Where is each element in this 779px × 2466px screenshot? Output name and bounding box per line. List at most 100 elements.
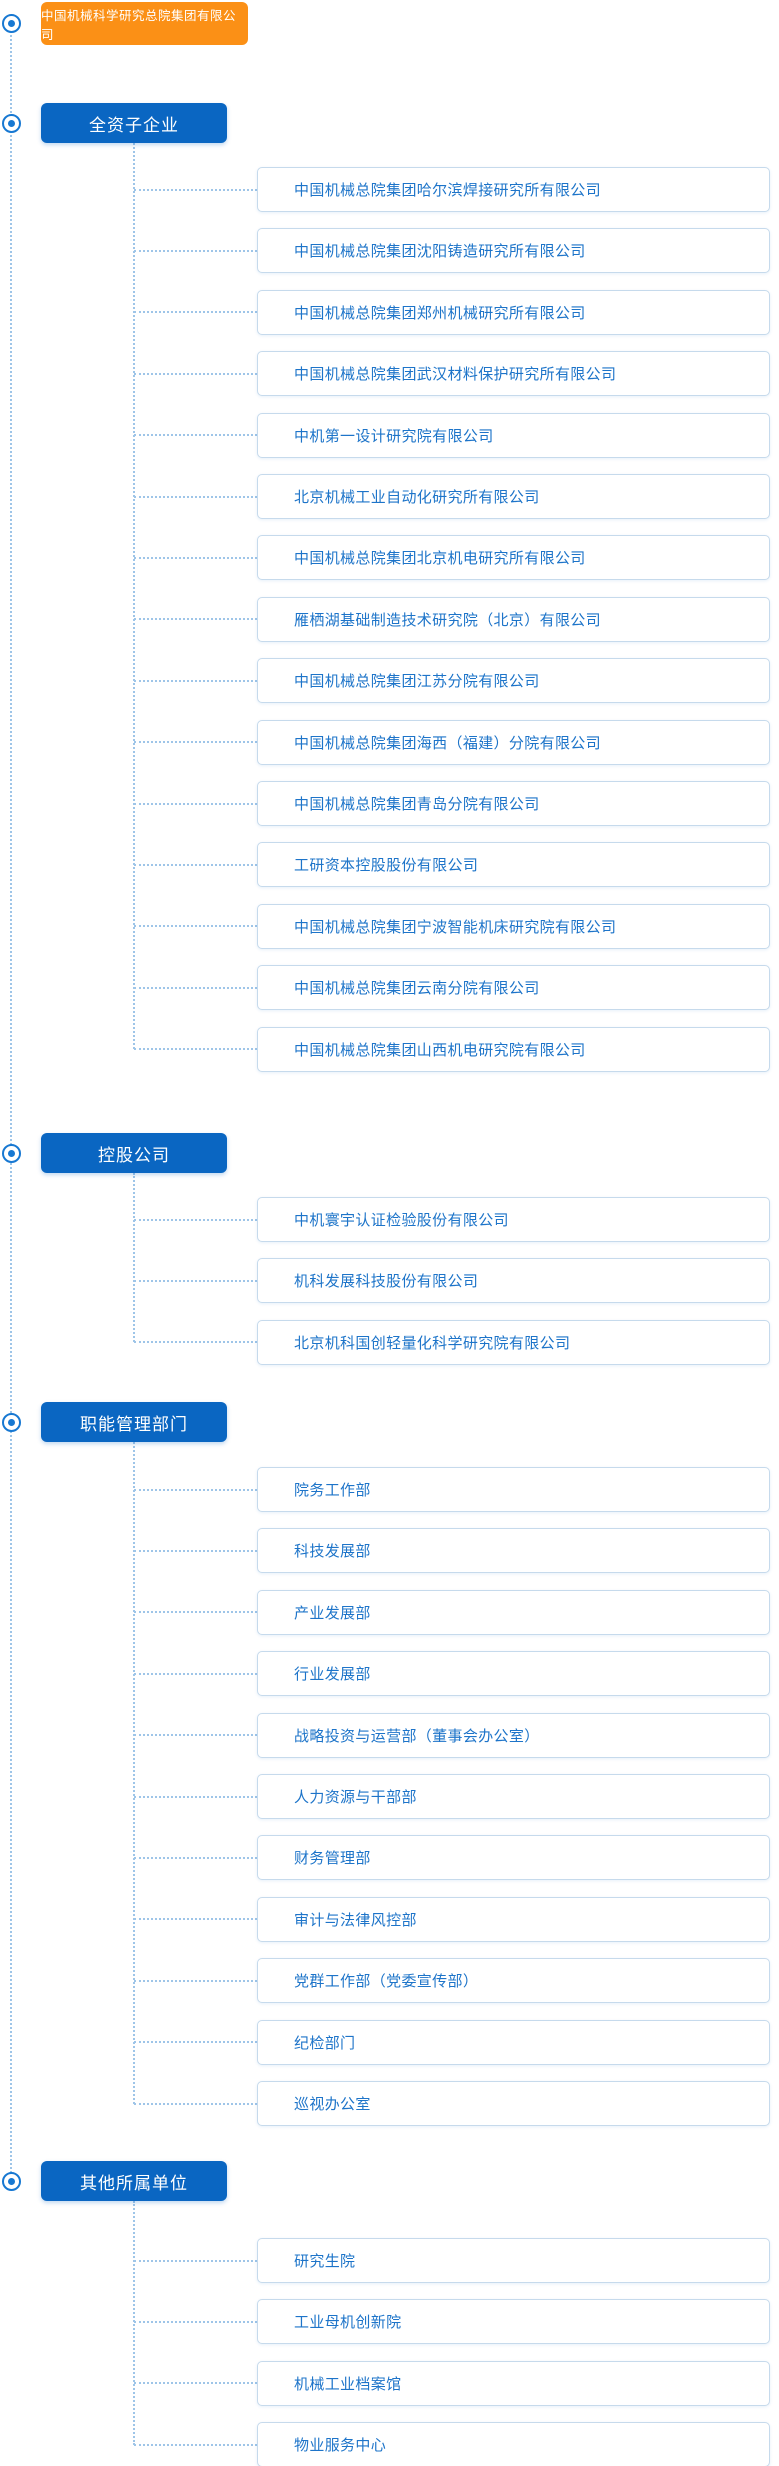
item-connector-line: [134, 1856, 257, 1859]
item-node: 北京机械工业自动化研究所有限公司: [257, 474, 770, 519]
item-node-label: 雁栖湖基础制造技术研究院（北京）有限公司: [294, 611, 602, 629]
category-branch-line: [133, 1442, 135, 2104]
item-node: 行业发展部: [257, 1651, 770, 1697]
bullet-dot: [7, 1149, 15, 1157]
item-node-label: 工研资本控股股份有限公司: [294, 857, 479, 875]
category-bullet-icon: [1, 2171, 21, 2191]
item-node: 党群工作部（党委宣传部）: [257, 1958, 770, 2004]
item-connector-line: [134, 802, 257, 805]
item-connector-line: [134, 1488, 257, 1491]
item-node: 财务管理部: [257, 1835, 770, 1881]
item-node: 中国机械总院集团武汉材料保护研究所有限公司: [257, 351, 770, 397]
item-node-label: 巡视办公室: [294, 2096, 371, 2113]
item-node: 机科发展科技股份有限公司: [257, 1258, 770, 1304]
root-node: 中国机械科学研究总院集团有限公司: [41, 2, 248, 45]
item-node: 人力资源与干部部: [257, 1774, 770, 1819]
item-connector-line: [134, 311, 257, 314]
item-node: 院务工作部: [257, 1467, 770, 1512]
item-node-label: 人力资源与干部部: [294, 1789, 417, 1806]
item-connector-line: [134, 249, 257, 252]
bullet-dot: [7, 1418, 15, 1426]
item-node-label: 党群工作部（党委宣传部）: [294, 1973, 479, 1991]
category-node: 全资子企业: [41, 103, 227, 143]
item-node-label: 中国机械总院集团青岛分院有限公司: [294, 796, 540, 813]
item-node: 中国机械总院集团沈阳铸造研究所有限公司: [257, 228, 770, 274]
category-node-label: 其他所属单位: [80, 2173, 188, 2193]
item-connector-line: [134, 2443, 257, 2446]
item-node: 中国机械总院集团宁波智能机床研究院有限公司: [257, 903, 770, 949]
item-node-label: 纪检部门: [294, 2034, 356, 2052]
item-node-label: 机科发展科技股份有限公司: [294, 1273, 479, 1291]
item-node: 雁栖湖基础制造技术研究院（北京）有限公司: [257, 596, 770, 642]
item-connector-line: [134, 1611, 257, 1614]
item-connector-line: [134, 1918, 257, 1921]
item-node-label: 中国机械总院集团云南分院有限公司: [294, 980, 540, 998]
item-node: 研究生院: [257, 2238, 770, 2283]
item-node: 中国机械总院集团云南分院有限公司: [257, 965, 770, 1011]
bullet-dot: [7, 119, 15, 127]
item-node: 机械工业档案馆: [257, 2360, 770, 2406]
item-node-label: 北京机械工业自动化研究所有限公司: [294, 489, 540, 506]
item-node-label: 中国机械总院集团哈尔滨焊接研究所有限公司: [294, 182, 602, 199]
item-connector-line: [134, 679, 257, 682]
item-node-label: 物业服务中心: [294, 2437, 387, 2455]
root-node-label: 中国机械科学研究总院集团有限公司: [41, 8, 237, 42]
item-connector-line: [134, 556, 257, 559]
item-node-label: 中机第一设计研究院有限公司: [294, 427, 494, 445]
item-node: 北京机科国创轻量化科学研究院有限公司: [257, 1319, 770, 1365]
item-node-label: 中国机械总院集团宁波智能机床研究院有限公司: [294, 918, 617, 936]
item-node-label: 中国机械总院集团山西机电研究院有限公司: [294, 1041, 586, 1059]
item-connector-line: [134, 188, 257, 191]
item-node: 中国机械总院集团山西机电研究院有限公司: [257, 1026, 770, 1072]
item-node-label: 研究生院: [294, 2253, 356, 2270]
item-node: 纪检部门: [257, 2019, 770, 2065]
item-node: 中机第一设计研究院有限公司: [257, 412, 770, 458]
item-connector-line: [134, 1734, 257, 1737]
item-node: 产业发展部: [257, 1589, 770, 1635]
item-connector-line: [134, 1979, 257, 1982]
item-node-label: 产业发展部: [294, 1604, 371, 1622]
item-node: 中国机械总院集团江苏分院有限公司: [257, 658, 770, 704]
category-node-label: 全资子企业: [89, 115, 179, 135]
item-node: 工研资本控股股份有限公司: [257, 842, 770, 888]
item-node: 审计与法律风控部: [257, 1896, 770, 1942]
item-connector-line: [134, 1218, 257, 1221]
item-connector-line: [134, 2102, 257, 2105]
bullet-dot: [7, 2177, 15, 2185]
item-node-label: 中国机械总院集团武汉材料保护研究所有限公司: [294, 366, 617, 384]
item-connector-line: [134, 741, 257, 744]
item-connector-line: [134, 2041, 257, 2044]
category-node-label: 职能管理部门: [80, 1414, 188, 1434]
item-node-label: 院务工作部: [294, 1482, 371, 1499]
category-branch-line: [133, 1173, 135, 1343]
item-node: 中国机械总院集团郑州机械研究所有限公司: [257, 289, 770, 335]
category-node: 其他所属单位: [41, 2161, 227, 2201]
item-node: 科技发展部: [257, 1528, 770, 1574]
item-node-label: 战略投资与运营部（董事会办公室）: [294, 1727, 540, 1745]
item-node: 中机寰宇认证检验股份有限公司: [257, 1197, 770, 1242]
item-node-label: 中机寰宇认证检验股份有限公司: [294, 1212, 509, 1229]
category-bullet-icon: [1, 1412, 21, 1432]
category-bullet-icon: [1, 113, 21, 133]
item-node-label: 中国机械总院集团海西（福建）分院有限公司: [294, 734, 602, 752]
item-node-label: 审计与法律风控部: [294, 1911, 417, 1929]
item-connector-line: [134, 495, 257, 498]
item-node-label: 财务管理部: [294, 1850, 371, 1868]
item-node: 工业母机创新院: [257, 2299, 770, 2345]
item-node-label: 科技发展部: [294, 1543, 371, 1561]
item-connector-line: [134, 1672, 257, 1675]
item-connector-line: [134, 2259, 257, 2262]
category-bullet-icon: [1, 1143, 21, 1163]
root-bullet-icon: [1, 13, 21, 33]
item-node: 战略投资与运营部（董事会办公室）: [257, 1712, 770, 1758]
item-node: 中国机械总院集团北京机电研究所有限公司: [257, 535, 770, 581]
main-branch-line: [10, 23, 12, 2181]
category-node: 职能管理部门: [41, 1402, 227, 1442]
category-branch-line: [133, 143, 135, 1050]
item-connector-line: [134, 925, 257, 928]
item-connector-line: [134, 1048, 257, 1051]
item-connector-line: [134, 434, 257, 437]
item-connector-line: [134, 372, 257, 375]
item-node: 巡视办公室: [257, 2081, 770, 2126]
